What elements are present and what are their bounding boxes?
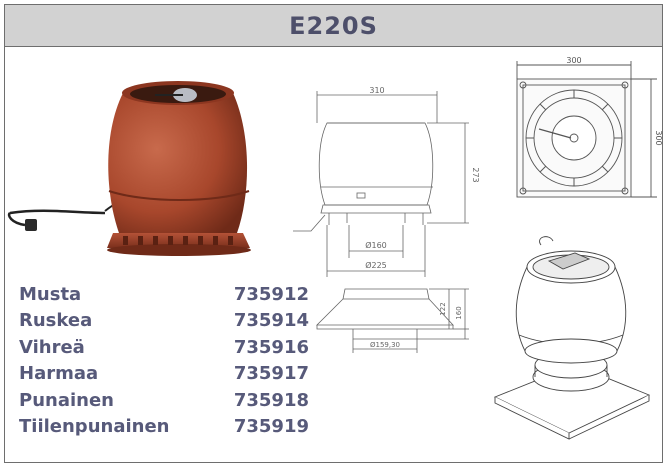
isometric-drawing: [493, 236, 651, 440]
variant-color: Punainen: [19, 389, 114, 411]
variant-color: Vihreä: [19, 336, 85, 358]
side-view-drawing: 310 273 Ø160 Ø225: [293, 86, 480, 277]
list-item: Vihreä 735916: [19, 334, 309, 361]
variant-code: 735918: [233, 389, 309, 411]
dim-top-width-label: 300: [566, 56, 581, 65]
variant-color: Ruskea: [19, 310, 93, 332]
dim-base-diameter: Ø159,30: [370, 341, 400, 349]
dim-height-label: 273: [471, 167, 480, 182]
dim-inner-diameter-label: Ø160: [365, 240, 387, 250]
variant-color: Musta: [19, 283, 82, 305]
dim-base-height-inner: 122: [439, 302, 447, 315]
dim-outer-diameter-label: Ø225: [365, 260, 387, 270]
variant-code: 735919: [233, 416, 309, 438]
list-item: Punainen 735918: [19, 387, 309, 414]
product-sheet: E220S: [4, 4, 663, 463]
top-view-drawing: 300 300: [516, 56, 663, 198]
variant-list: Musta 735912 Ruskea 735914 Vihreä 735916…: [19, 281, 309, 440]
variant-code: 735917: [233, 363, 309, 385]
header-bar: E220S: [5, 5, 662, 47]
variant-color: Harmaa: [19, 363, 99, 385]
list-item: Harmaa 735917: [19, 361, 309, 388]
product-photo: [7, 81, 251, 256]
variant-code: 735914: [233, 310, 309, 332]
variant-code: 735912: [233, 283, 309, 305]
list-item: Ruskea 735914: [19, 308, 309, 335]
dim-width-label: 310: [369, 86, 384, 95]
variant-color: Tiilenpunainen: [19, 416, 170, 438]
dim-top-depth-label: 300: [654, 130, 663, 145]
list-item: Tiilenpunainen 735919: [19, 414, 309, 441]
dim-base-height-outer: 160: [455, 306, 463, 319]
list-item: Musta 735912: [19, 281, 309, 308]
base-view-drawing: 122 160 Ø159,30: [316, 288, 469, 353]
product-title: E220S: [289, 11, 378, 40]
variant-code: 735916: [233, 336, 309, 358]
